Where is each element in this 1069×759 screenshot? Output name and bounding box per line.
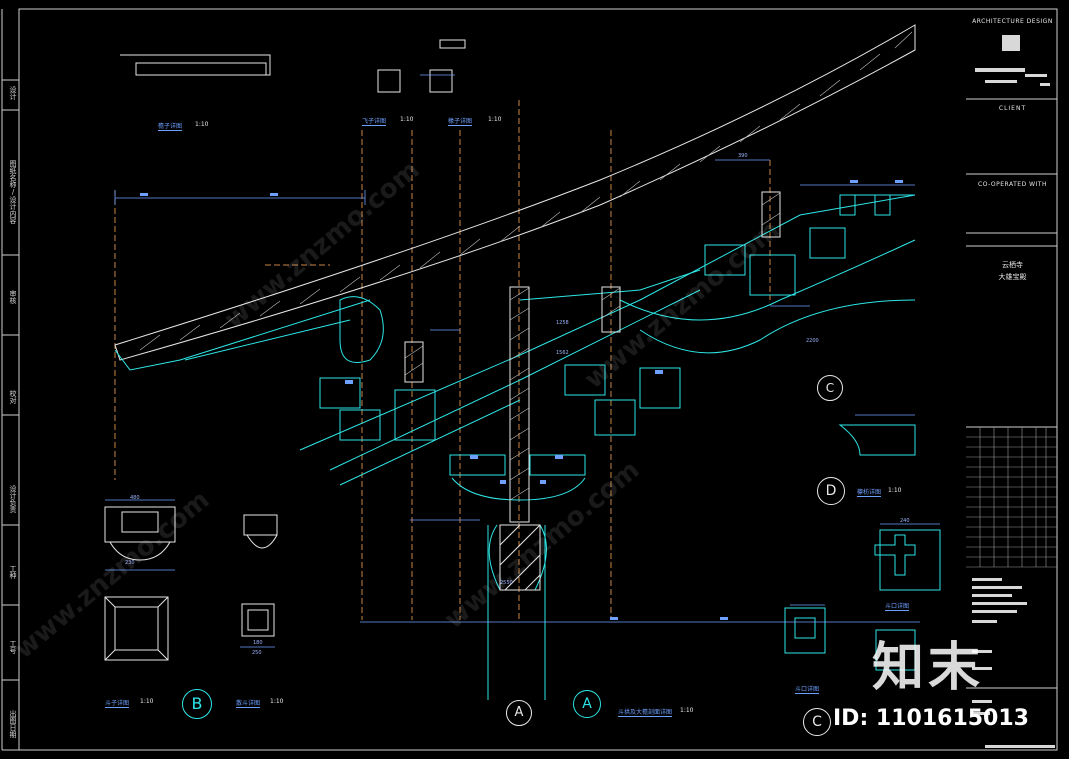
main-section-scale: 1:10 xyxy=(680,707,694,714)
dim-label: 180 xyxy=(253,640,263,646)
title-block-text-bars xyxy=(972,35,1055,748)
eave-detail-scale: 1:10 xyxy=(195,121,209,128)
eave-detail-title: 檐子详图 xyxy=(158,123,183,131)
cap-detail-title: 斗口详图 xyxy=(795,686,820,694)
main-section-title: 斗拱及大檐剖面详图 xyxy=(618,709,673,717)
detail-b-scale: 1:10 xyxy=(140,698,154,705)
title-block-lines xyxy=(966,98,1057,689)
side-label-design: 设计 xyxy=(9,86,17,100)
side-label-discipline: 工种 xyxy=(9,565,17,579)
marker-d: D xyxy=(817,477,845,505)
roof-slab xyxy=(114,24,916,361)
dim-label: 390 xyxy=(738,153,748,159)
detail-b-title: 斗子详图 xyxy=(105,700,130,708)
dim-label: 480 xyxy=(130,495,140,501)
dim-label: 1258 xyxy=(556,320,569,326)
dim-label: 2550 xyxy=(500,580,513,586)
side-label-job-no: 工号 xyxy=(9,640,17,654)
watermark-id: ID: 1101615013 xyxy=(833,706,1029,731)
watermark-logo: 知末 xyxy=(872,638,985,698)
cross-detail-title: 斗口详图 xyxy=(885,603,910,611)
dim-label: 240 xyxy=(900,518,910,524)
dim-label: 2200 xyxy=(806,338,819,344)
rafter-title: 椽子详图 xyxy=(448,118,473,126)
marker-c-title: C xyxy=(803,708,831,736)
side-label-design-lead: 设计负责 xyxy=(9,485,17,513)
wood-members xyxy=(104,39,781,661)
marker-a-main: A xyxy=(506,700,532,726)
member-hatch xyxy=(404,192,781,501)
dim-label: 230 xyxy=(125,560,135,566)
fly-rafter-title: 飞子详图 xyxy=(362,118,387,126)
cooperated-label: CO-OPERATED WITH xyxy=(978,181,1047,188)
detail-b2-scale: 1:10 xyxy=(270,698,284,705)
fly-rafter-scale: 1:10 xyxy=(400,116,414,123)
detail-b2-title: 散斗详图 xyxy=(236,700,261,708)
left-strip xyxy=(1,9,19,751)
dimension-lines xyxy=(105,74,940,648)
title-table-grid xyxy=(966,427,1057,568)
detail-d-title: 檩枋详图 xyxy=(857,489,882,497)
marker-c-callout: C xyxy=(817,375,843,401)
axis-lines xyxy=(114,100,771,620)
client-label: CLIENT xyxy=(998,105,1027,112)
detail-d-scale: 1:10 xyxy=(888,487,902,494)
dim-label: 250 xyxy=(252,650,262,656)
marker-b: B xyxy=(182,689,212,719)
side-label-review: 审核 xyxy=(9,290,17,304)
project-name: 云栖寺 xyxy=(1002,261,1023,269)
firm-header: ARCHITECTURE DESIGN xyxy=(972,18,1053,25)
side-label-drawing-name: 图纸名称/设计内容 xyxy=(9,160,17,224)
rafter-scale: 1:10 xyxy=(488,116,502,123)
bracket-set xyxy=(114,194,941,700)
side-label-check: 校对 xyxy=(9,390,17,404)
marker-a-title: A xyxy=(573,690,601,718)
dim-label: 1562 xyxy=(556,350,569,356)
side-label-issue-date: 出图日期 xyxy=(9,710,17,738)
drawing-name: 大雄宝殿 xyxy=(998,273,1027,281)
dimension-ticks xyxy=(140,180,903,620)
